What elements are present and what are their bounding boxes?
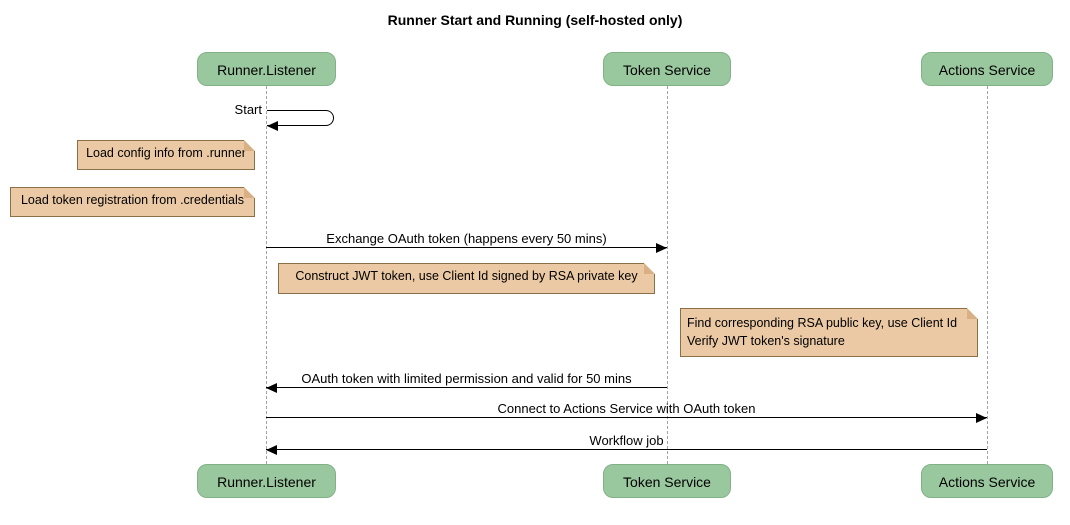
lifeline-runner-listener <box>266 86 267 464</box>
note-load-token-registration: Load token registration from .credential… <box>10 187 255 217</box>
message-exchange-oauth-token: Exchange OAuth token (happens every 50 m… <box>266 231 667 253</box>
note-load-config: Load config info from .runner <box>77 140 255 170</box>
note-text: Load token registration from .credential… <box>20 193 245 207</box>
message-label: Workflow job <box>589 433 664 448</box>
participant-token-service-bottom: Token Service <box>603 464 731 498</box>
message-line <box>266 247 667 248</box>
lifeline-token-service <box>667 86 668 464</box>
note-text-line: Find corresponding RSA public key, use C… <box>687 316 958 330</box>
message-line <box>266 449 987 450</box>
note-text-line: Verify JWT token's signature <box>687 334 845 348</box>
note-fold-icon <box>644 263 655 274</box>
arrowhead-left-icon <box>266 383 277 393</box>
note-fold-icon <box>244 187 255 198</box>
message-label: Connect to Actions Service with OAuth to… <box>497 401 756 416</box>
message-label: OAuth token with limited permission and … <box>301 371 632 386</box>
participant-runner-listener-bottom: Runner.Listener <box>197 464 336 498</box>
note-construct-jwt: Construct JWT token, use Client Id signe… <box>278 263 655 294</box>
lifeline-actions-service <box>987 86 988 464</box>
note-fold-icon <box>244 140 255 151</box>
participant-token-service-top: Token Service <box>603 52 731 86</box>
message-connect-actions-service: Connect to Actions Service with OAuth to… <box>266 401 987 423</box>
arrowhead-right-icon <box>656 243 667 253</box>
participant-runner-listener-top: Runner.Listener <box>197 52 336 86</box>
arrowhead-right-icon <box>976 413 987 423</box>
note-text: Construct JWT token, use Client Id signe… <box>295 269 638 283</box>
note-fold-icon <box>967 308 978 319</box>
diagram-title: Runner Start and Running (self-hosted on… <box>387 12 683 28</box>
message-line <box>266 387 667 388</box>
note-verify-jwt: Find corresponding RSA public key, use C… <box>680 308 978 357</box>
arrowhead-left-icon <box>266 445 277 455</box>
note-text: Load config info from .runner <box>86 146 246 160</box>
self-message-loop <box>267 110 334 126</box>
message-label: Exchange OAuth token (happens every 50 m… <box>326 231 607 246</box>
message-line <box>266 417 987 418</box>
participant-actions-service-top: Actions Service <box>921 52 1053 86</box>
arrowhead-left-icon <box>267 121 278 131</box>
message-oauth-token-returned: OAuth token with limited permission and … <box>266 371 667 393</box>
message-workflow-job: Workflow job <box>266 433 987 455</box>
message-label-start: Start <box>234 102 262 117</box>
participant-actions-service-bottom: Actions Service <box>921 464 1053 498</box>
